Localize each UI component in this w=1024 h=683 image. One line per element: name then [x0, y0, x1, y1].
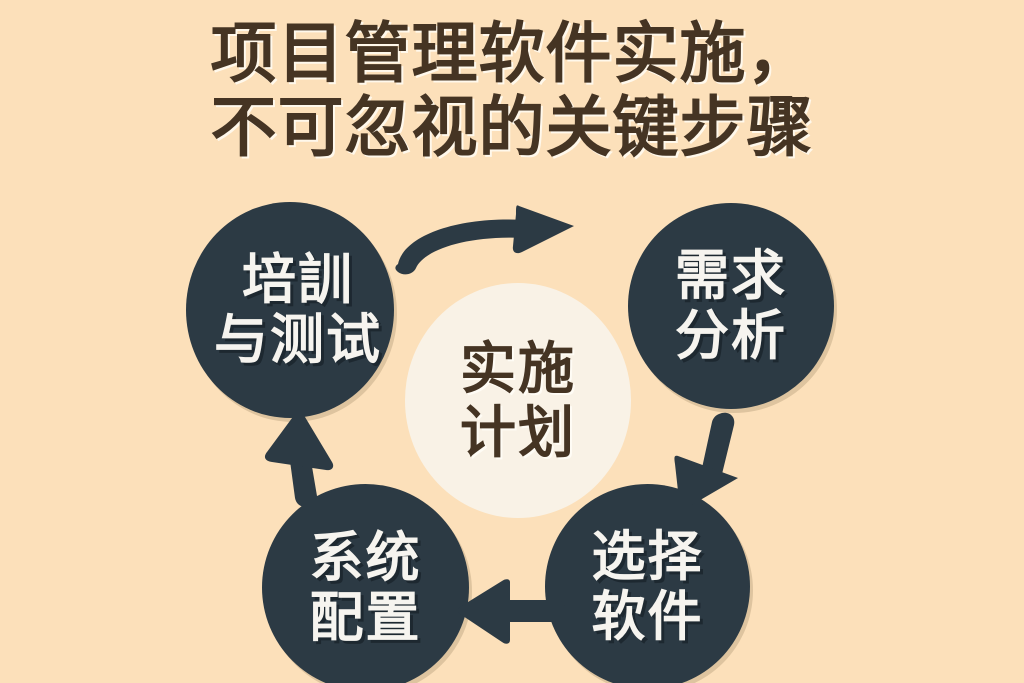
center-hub-implementation-plan[interactable]: 实施 计划: [405, 283, 631, 518]
node-select-label-1: 选择: [591, 526, 704, 587]
curved-arrow-right-icon: [386, 205, 582, 275]
node-requirements-analysis[interactable]: 需求 分析: [628, 203, 834, 409]
node-select-label-2: 软件: [591, 586, 704, 647]
center-hub-label-1: 实施: [460, 336, 576, 400]
title-line-2: 不可忽视的关键步骤: [210, 90, 814, 164]
center-hub-label-2: 计划: [460, 400, 576, 464]
node-training-and-testing[interactable]: 培訓 与测试: [186, 202, 394, 418]
arrow-up-icon: [260, 409, 334, 508]
node-config-label-1: 系统: [309, 527, 422, 588]
arrow-down-left-icon: [672, 412, 750, 508]
node-training-label-2: 与测试: [214, 310, 382, 370]
title-line-1: 项目管理软件实施，: [210, 16, 814, 90]
node-config-label-2: 配置: [309, 587, 422, 648]
node-requirements-label-1: 需求: [675, 246, 787, 306]
node-training-label-1: 培訓: [242, 250, 354, 310]
arrow-left-icon: [457, 579, 566, 644]
node-select-software[interactable]: 选择 软件: [545, 484, 750, 683]
node-system-configuration[interactable]: 系统 配置: [262, 484, 469, 683]
page-title: 项目管理软件实施， 不可忽视的关键步骤: [0, 16, 1024, 164]
node-requirements-label-2: 分析: [675, 306, 787, 366]
